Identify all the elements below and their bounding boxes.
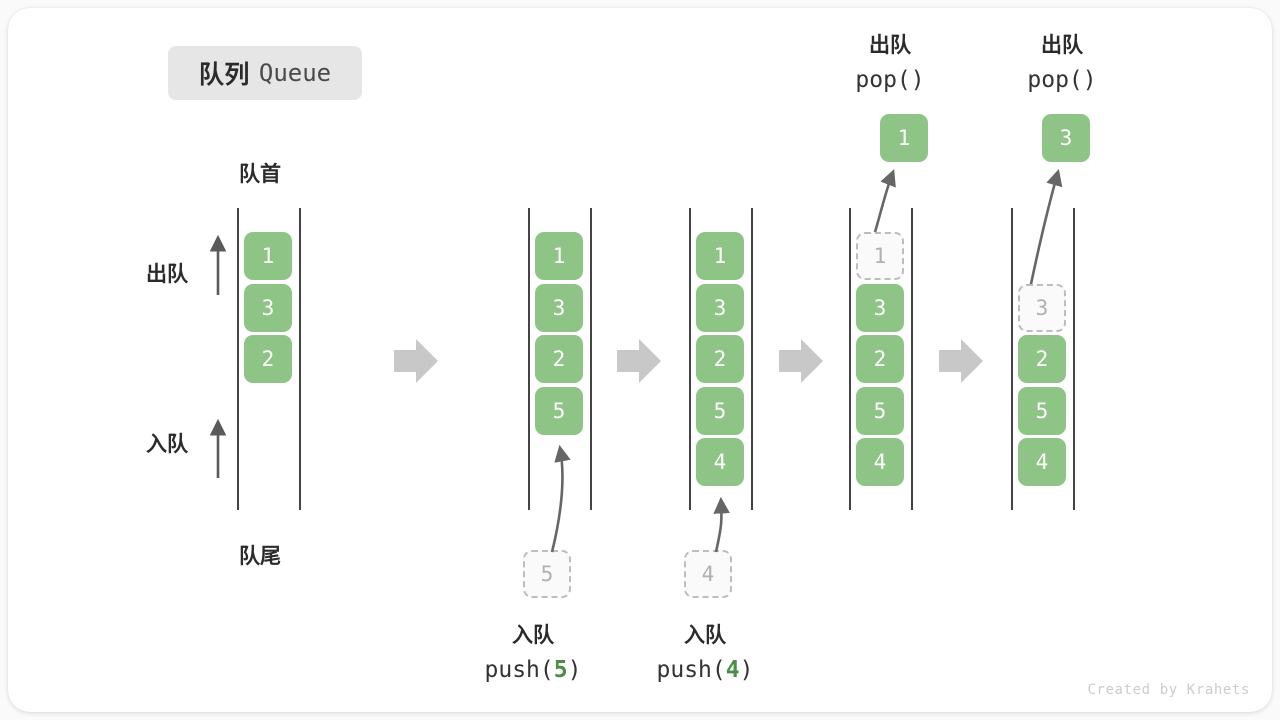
queue-rail-left — [689, 208, 691, 510]
queue-cell: 3 — [696, 283, 744, 332]
queue-cell: 3 — [244, 283, 292, 332]
outgoing-element: 1 — [880, 114, 928, 162]
operation-caption-pop-3: 出队 pop() — [967, 28, 1157, 98]
queue-cell: 2 — [1018, 335, 1066, 383]
outgoing-element: 3 — [1042, 114, 1090, 162]
queue-cell: 1 — [856, 232, 904, 280]
dequeue-direction-label: 出队 — [146, 263, 188, 286]
queue-rail-right — [751, 208, 753, 510]
queue-cell: 2 — [856, 335, 904, 383]
queue-cell: 3 — [1018, 283, 1066, 332]
queue-cell: 5 — [1018, 386, 1066, 435]
queue-rail-left — [1011, 208, 1013, 510]
queue-cell: 3 — [856, 283, 904, 332]
queue-cell: 5 — [696, 386, 744, 435]
operation-code-2: pop() — [855, 67, 925, 93]
watermark: Created by Krahets — [1087, 682, 1250, 698]
operation-caption-push-4: 入队 push(4) — [610, 618, 800, 688]
queue-cell: 1 — [535, 232, 583, 280]
incoming-element: 5 — [523, 550, 571, 598]
title-badge: 队列 Queue — [168, 46, 362, 100]
queue-rail-right — [1073, 208, 1075, 510]
operation-cn-3: 出队 — [1041, 34, 1083, 57]
queue-cell: 1 — [696, 232, 744, 280]
queue-cell: 2 — [696, 335, 744, 383]
queue-rail-right — [299, 208, 301, 510]
operation-cn-0: 入队 — [512, 624, 554, 647]
queue-cell: 4 — [856, 438, 904, 486]
title-en: Queue — [258, 59, 332, 87]
operation-caption-push-5: 入队 push(5) — [438, 618, 628, 688]
queue-rail-right — [911, 208, 913, 510]
queue-tail-label: 队尾 — [239, 545, 281, 568]
queue-cell: 2 — [244, 335, 292, 383]
queue-cell: 4 — [1018, 438, 1066, 486]
queue-rail-left — [237, 208, 239, 510]
operation-code-3: pop() — [1027, 67, 1097, 93]
queue-cell: 5 — [856, 386, 904, 435]
incoming-element: 4 — [684, 550, 732, 598]
queue-cell: 2 — [535, 335, 583, 383]
queue-rail-right — [590, 208, 592, 510]
queue-cell: 3 — [535, 283, 583, 332]
queue-rail-left — [528, 208, 530, 510]
operation-code-1: push(4) — [656, 657, 754, 683]
operation-caption-pop-1: 出队 pop() — [795, 28, 985, 98]
title-cn: 队列 — [198, 61, 250, 89]
queue-rail-left — [849, 208, 851, 510]
queue-cell: 1 — [244, 232, 292, 280]
operation-cn-2: 出队 — [869, 34, 911, 57]
operation-code-0: push(5) — [484, 657, 582, 683]
queue-cell: 5 — [535, 386, 583, 435]
enqueue-direction-label: 入队 — [146, 433, 188, 456]
queue-head-label: 队首 — [239, 163, 281, 186]
queue-cell: 4 — [696, 438, 744, 486]
operation-cn-1: 入队 — [684, 624, 726, 647]
